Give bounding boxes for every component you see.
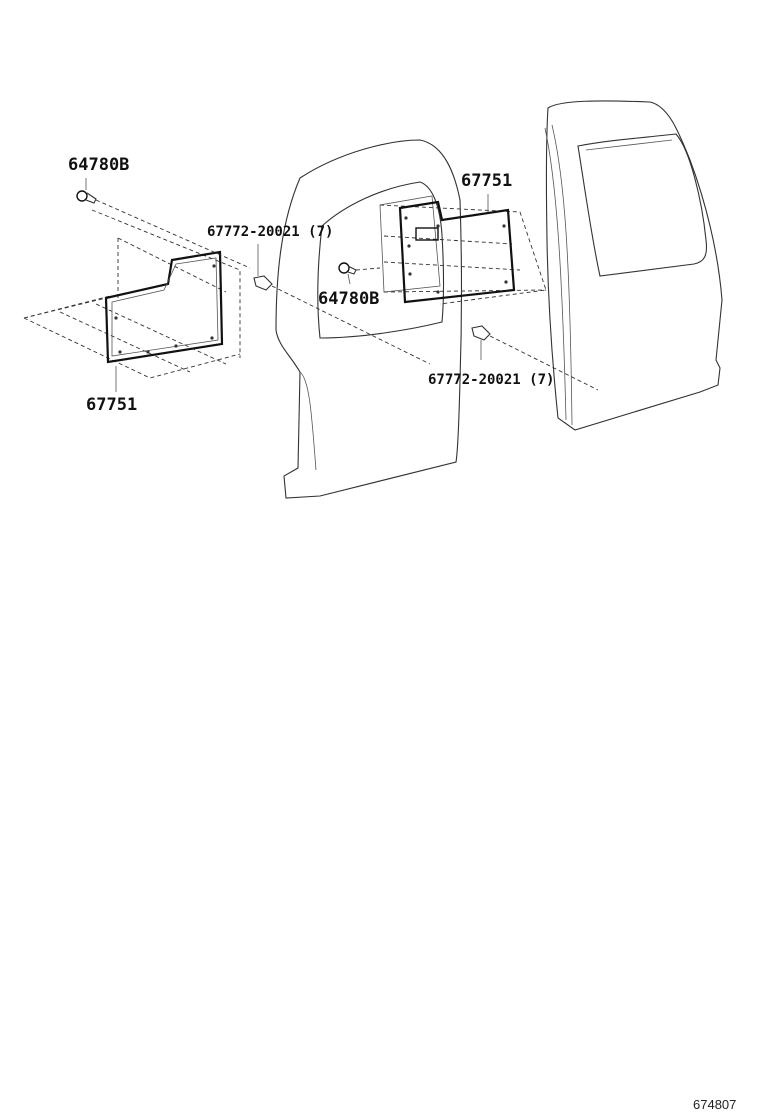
label-clip-left: 64780B [68,155,129,175]
clip-left-icon [76,178,251,269]
seal-pad-right [379,195,547,305]
label-pad-right: 67751 [461,171,512,191]
rear-door-panel [544,100,723,431]
label-pad-left: 67751 [86,395,137,415]
clip-center-icon [338,262,381,285]
door-inner-panel [275,139,463,499]
seal-pad-left [23,209,241,379]
label-bolt-right: 67772-20021 (7) [428,372,554,388]
bolt-right-icon [471,325,599,391]
label-bolt-left: 67772-20021 (7) [207,224,333,240]
diagram-ref-number: 674807 [693,1097,736,1112]
bolt-left-icon [253,244,431,365]
label-clip-center: 64780B [318,289,379,309]
